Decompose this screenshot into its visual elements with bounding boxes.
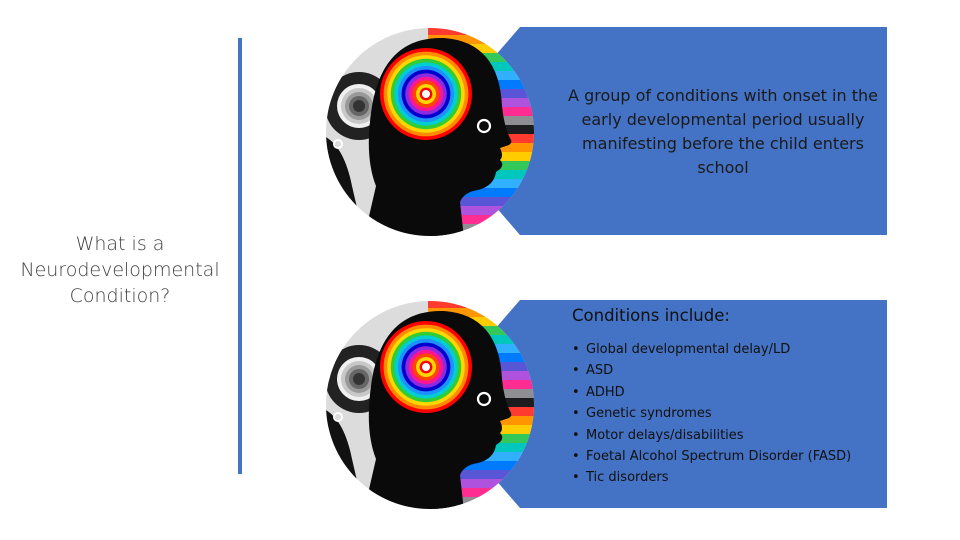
slide-title: What is a Neurodevelopmental Condition? (20, 233, 220, 307)
condition-item-label: Genetic syndromes (586, 406, 712, 422)
bullet-icon: • (572, 449, 580, 465)
condition-item: • Global developmental delay/LD (572, 339, 882, 360)
definition-text: A group of conditions with onset in the … (568, 86, 878, 177)
bullet-icon: • (572, 470, 580, 486)
condition-item-label: ADHD (586, 384, 625, 400)
bullet-icon: • (572, 384, 580, 400)
condition-item-label: Motor delays/disabilities (586, 427, 744, 443)
conditions-block: Conditions include: • Global developmenta… (572, 306, 882, 489)
head-silhouette-rainbow-brain-icon (326, 28, 534, 236)
bullet-icon: • (572, 342, 580, 357)
condition-item-label: Global developmental delay/LD (586, 342, 791, 357)
condition-item-label: Tic disorders (586, 470, 669, 486)
condition-item-label: ASD (586, 363, 614, 379)
condition-item: • Foetal Alcohol Spectrum Disorder (FASD) (572, 446, 882, 467)
condition-item: • ASD (572, 360, 882, 381)
bullet-icon: • (572, 406, 580, 422)
condition-item-label: Foetal Alcohol Spectrum Disorder (FASD) (586, 449, 852, 465)
bullet-icon: • (572, 363, 580, 379)
vertical-divider (238, 38, 242, 474)
condition-item: • Motor delays/disabilities (572, 425, 882, 446)
bullet-icon: • (572, 427, 580, 443)
head-silhouette-rainbow-brain-icon (326, 301, 534, 509)
condition-item: • Tic disorders (572, 467, 882, 488)
condition-item: • Genetic syndromes (572, 403, 882, 424)
conditions-heading: Conditions include: (572, 306, 730, 325)
conditions-list: •Global developmental delay/LD•ASD•ADHD•… (572, 339, 882, 489)
condition-item: • ADHD (572, 382, 882, 403)
